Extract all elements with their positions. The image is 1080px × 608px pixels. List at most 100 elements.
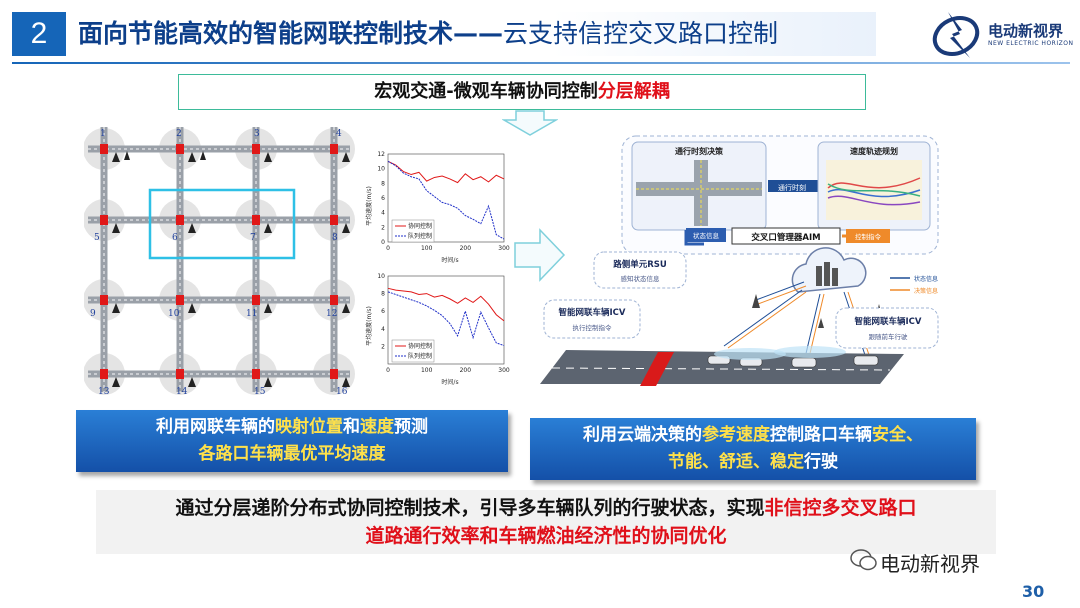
cloud-text-drive: 行驶 <box>804 452 838 472</box>
y-tick-label: 2 <box>381 343 385 350</box>
icv-right-subtitle: 跟随前车行驶 <box>869 332 909 341</box>
series-line <box>387 160 505 240</box>
cloud-highlight-safety: 安全、 <box>872 425 923 445</box>
car-icon <box>707 355 879 368</box>
chart1-xlabel: 时间/s <box>441 256 458 264</box>
grid-node-label: 1 <box>100 129 106 139</box>
grid-node-label: 6 <box>172 233 178 243</box>
chart2-legend: 协同控制 队列控制 <box>391 339 435 363</box>
header-divider <box>12 62 1070 64</box>
grid-node-label: 2 <box>176 129 182 139</box>
x-tick-label: 200 <box>460 367 472 374</box>
flow-label: 通行时刻 <box>778 183 806 192</box>
y-tick-label: 6 <box>381 195 385 202</box>
legend-platoon: 队列控制 <box>408 232 432 240</box>
cloud-control-box: 利用云端决策的参考速度控制路口车辆安全、 节能、舒适、稳定行驶 <box>530 418 976 480</box>
conclusion-highlight: 非信控多交叉路口 <box>764 497 917 519</box>
x-tick-label: 100 <box>421 367 433 374</box>
y-tick-label: 10 <box>377 273 385 280</box>
conclusion-text: 通过分层递阶分布式协同控制技术，引导多车辆队列的行驶状态，实现 <box>175 497 765 519</box>
header-bar <box>66 12 876 56</box>
prediction-text-e: 预测 <box>394 417 428 437</box>
prediction-text-a: 利用网联车辆的 <box>156 417 275 437</box>
down-arrow-icon <box>502 110 558 136</box>
cloud-control-line2: 节能、舒适、稳定行驶 <box>530 449 976 476</box>
prediction-box: 利用网联车辆的映射位置和速度预测 各路口车辆最优平均速度 <box>76 410 508 472</box>
grid-node-label: 7 <box>250 233 256 243</box>
y-tick-label: 10 <box>377 166 385 173</box>
grid-node-label: 3 <box>254 129 260 139</box>
cloud-control-diagram: 通行时刻决策 通行时刻 速度轨迹规划 状态信息 交叉口管理器AIM 控制指令 路… <box>540 135 939 386</box>
section-number: 2 <box>12 12 66 56</box>
grid-node-label: 4 <box>336 129 342 139</box>
y-tick-label: 8 <box>381 180 385 187</box>
y-tick-label: 6 <box>381 308 385 315</box>
grid-node-label: 15 <box>254 387 266 397</box>
grid-node-label: 8 <box>332 233 338 243</box>
conclusion-line2: 道路通行效率和车辆燃油经济性的协同优化 <box>365 525 727 547</box>
trajectory-panel-title: 速度轨迹规划 <box>850 146 898 156</box>
grid-node-label: 12 <box>326 309 337 319</box>
aim-label: 交叉口管理器AIM <box>751 232 820 243</box>
icv-left-title: 智能网联车辆ICV <box>558 307 626 318</box>
grid-node-label: 14 <box>176 387 188 397</box>
right-arrow-icon <box>514 228 566 282</box>
cloud-text-c: 控制路口车辆 <box>770 425 872 445</box>
chart1-ylabel: 平均速度(m/s) <box>365 186 373 226</box>
series-line <box>387 160 505 184</box>
grid-node-label: 10 <box>168 309 180 319</box>
page-number: 30 <box>1022 582 1045 601</box>
y-tick-label: 4 <box>381 210 385 217</box>
conclusion-line1: 通过分层递阶分布式协同控制技术，引导多车辆队列的行驶状态，实现非信控多交叉路口 <box>96 494 996 522</box>
y-tick-label: 8 <box>381 291 385 298</box>
watermark: 电动新视界 <box>880 552 980 576</box>
speed-chart-2: 平均速度(m/s) 时间/s 0 100 200 300 2 4 6 8 10 协同控制 队列控… <box>365 273 510 386</box>
cloud-control-line1: 利用云端决策的参考速度控制路口车辆安全、 <box>530 422 976 449</box>
title-sub: 云支持信控交叉路口控制 <box>503 19 779 48</box>
cloud-highlight-ref-speed: 参考速度 <box>702 425 770 445</box>
rsu-subtitle: 感知状态信息 <box>621 274 661 283</box>
y-tick-label: 2 <box>381 224 385 231</box>
x-tick-label: 200 <box>460 245 472 252</box>
x-tick-label: 100 <box>421 245 433 252</box>
conclusion-band <box>96 490 996 554</box>
x-tick-label: 0 <box>386 245 390 252</box>
page-title: 面向节能高效的智能网联控制技术——云支持信控交叉路口控制 <box>78 12 778 56</box>
x-tick-label: 300 <box>498 367 510 374</box>
macro-text: 宏观交通-微观车辆协同控制 <box>374 81 598 102</box>
legend-platoon: 队列控制 <box>408 352 432 360</box>
cloud-text-a: 利用云端决策的 <box>583 425 702 445</box>
legend-coop: 协同控制 <box>408 342 432 350</box>
series-line <box>387 291 505 346</box>
legend-coop: 协同控制 <box>408 222 432 230</box>
x-tick-label: 0 <box>386 367 390 374</box>
grid-node-label: 5 <box>94 233 100 243</box>
wechat-icon <box>850 549 877 571</box>
prediction-line2: 各路口车辆最优平均速度 <box>198 444 386 464</box>
chart2-xlabel: 时间/s <box>441 378 458 386</box>
series-line <box>387 287 505 322</box>
grid-node-label: 13 <box>98 387 110 397</box>
grid-node-label: 16 <box>336 387 348 397</box>
chart2-ylabel: 平均速度(m/s) <box>365 306 373 346</box>
rsu-title: 路侧单元RSU <box>613 259 667 270</box>
grid-node-label: 11 <box>246 309 257 319</box>
control-label: 控制指令 <box>855 232 882 241</box>
icv-left-subtitle: 执行控制指令 <box>573 323 613 332</box>
chart1-legend: 协同控制 队列控制 <box>391 219 435 243</box>
decision-panel-title: 通行时刻决策 <box>675 146 724 156</box>
logo-name: 电动新视界 <box>988 22 1064 40</box>
road-network-grid: 1 2 3 4 5 6 7 8 9 10 11 12 13 14 15 16 <box>84 127 355 397</box>
title-main: 面向节能高效的智能网联控制技术—— <box>78 19 504 48</box>
macro-micro-box: 宏观交通-微观车辆协同控制分层解耦 <box>178 74 866 110</box>
macro-highlight: 分层解耦 <box>597 81 670 102</box>
y-tick-label: 4 <box>381 326 385 333</box>
grid-node-label: 9 <box>90 309 96 319</box>
prediction-highlight-position: 映射位置 <box>275 417 343 437</box>
prediction-highlight-speed: 速度 <box>360 417 394 437</box>
legend-state: 状态信息 <box>914 275 938 283</box>
prediction-text-c: 和 <box>343 417 360 437</box>
state-label: 状态信息 <box>693 231 720 240</box>
legend-decision: 决策信息 <box>914 287 938 295</box>
